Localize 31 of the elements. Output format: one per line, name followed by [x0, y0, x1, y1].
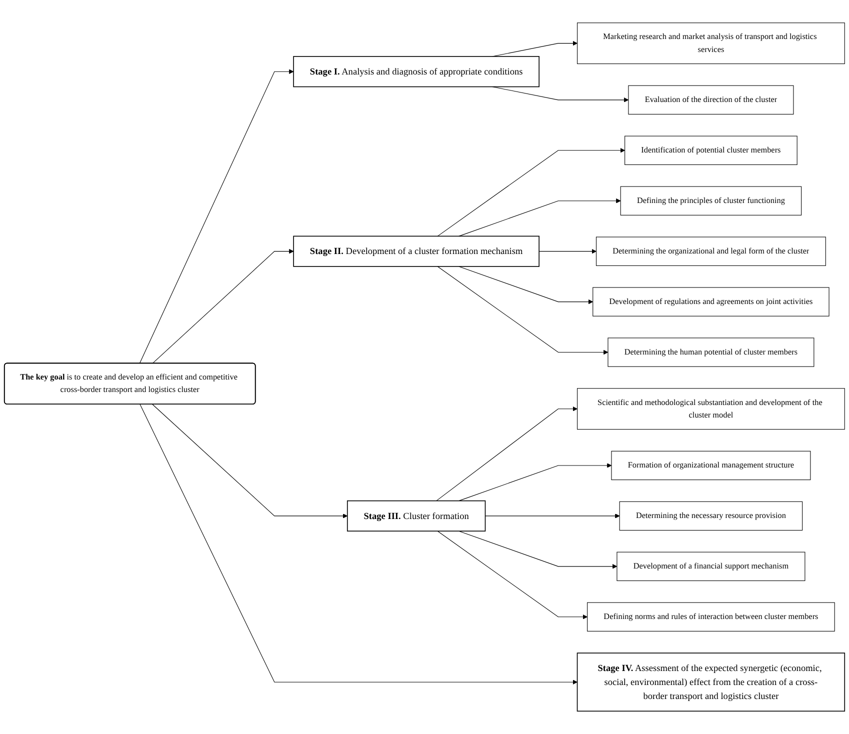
arrow [458, 198, 621, 236]
arrow [437, 266, 608, 355]
node-box: Determining the organizational and legal form of the cluster [596, 236, 826, 266]
arrow [140, 404, 578, 684]
node-box: Marketing research and market analysis of transport and logistics services [577, 22, 845, 64]
arrow [139, 69, 294, 364]
node-box: Identification of potential cluster members [624, 136, 798, 165]
node-box: Stage I. Analysis and diagnosis of appropriate conditions [293, 56, 540, 88]
arrow [458, 530, 618, 569]
arrow [437, 530, 588, 620]
node-box: Formation of organizational management structure [611, 450, 811, 480]
arrow [437, 148, 626, 236]
arrow [152, 248, 294, 364]
node-box: Defining the principles of cluster functioning [620, 186, 802, 216]
arrow [492, 86, 629, 102]
arrow [152, 404, 348, 518]
node-box: Stage III. Cluster formation [346, 500, 486, 532]
arrow [458, 463, 612, 502]
node-box: Stage IV. Assessment of the expected synergetic (economic, social, environmental) effect from the creation of a cross-border transport and logistics cluster [576, 652, 846, 712]
node-box: Stage II. Development of a cluster formation mechanism [293, 236, 540, 267]
node-box: Evaluation of the direction of the cluster [628, 85, 794, 115]
arrow [436, 406, 578, 502]
node-box: Scientific and methodological substantiation and development of the cluster model [577, 388, 845, 430]
node-box: Determining the human potential of cluster members [608, 338, 814, 367]
node-box: Development of regulations and agreements on joint activities [592, 287, 830, 316]
node-box: Defining norms and rules of interaction between cluster members [587, 602, 835, 632]
arrow [538, 248, 596, 254]
arrow [484, 514, 620, 518]
arrow [458, 266, 594, 304]
node-box: Determining the necessary resource provision [619, 501, 803, 531]
node-box: Development of a financial support mechanism [616, 552, 806, 582]
